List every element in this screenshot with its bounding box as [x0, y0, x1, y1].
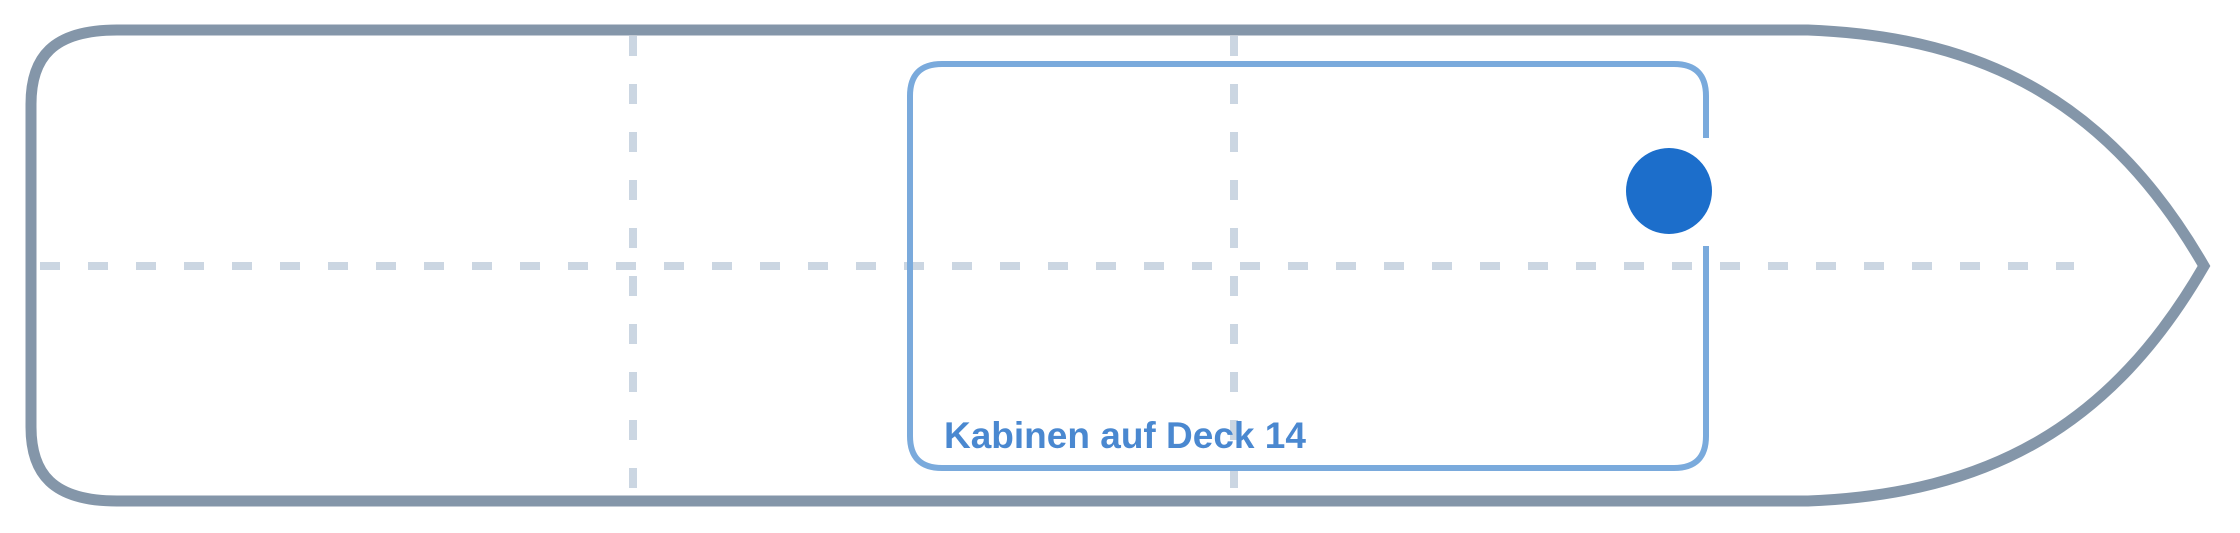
ship-hull-outline: [25, 24, 2211, 507]
cabin-zone-outline: [907, 61, 1709, 471]
location-marker-dot: [1626, 148, 1712, 234]
cabin-zone-label: Kabinen auf Deck 14: [944, 415, 1306, 456]
